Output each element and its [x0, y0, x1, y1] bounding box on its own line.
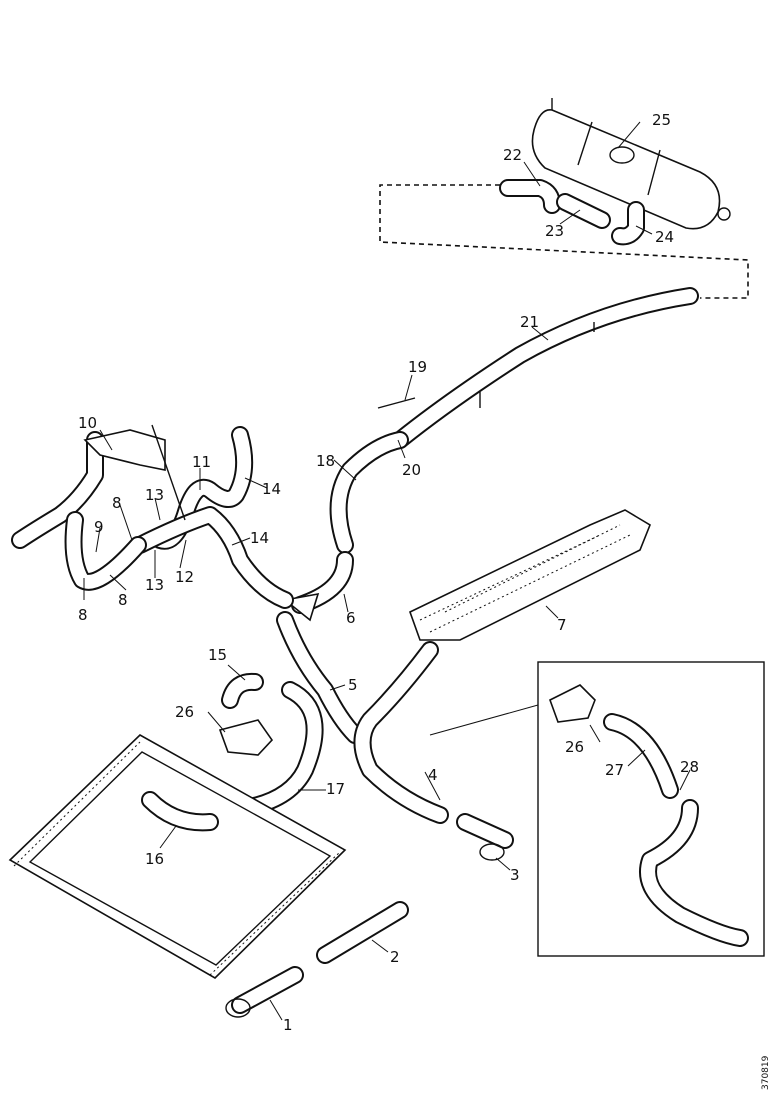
callout-26b: 26	[565, 738, 584, 756]
coolant-pump	[218, 672, 324, 817]
callout-26a: 26	[175, 703, 194, 721]
callout-14b: 14	[250, 529, 269, 547]
callout-3: 3	[510, 866, 520, 884]
callout-16: 16	[145, 850, 164, 868]
callout-17: 17	[326, 780, 345, 798]
callout-13b: 13	[145, 576, 164, 594]
callout-labels: 1 2 3 4 5 6 7 8 8 8 9 10 11 12 13 13 14 …	[78, 111, 771, 1090]
pipe-19	[377, 397, 416, 409]
radiator	[8, 734, 347, 979]
callout-28: 28	[680, 758, 699, 776]
left-tube-cluster	[11, 424, 294, 609]
callout-2: 2	[390, 948, 400, 966]
expansion-tank	[531, 98, 731, 230]
callout-11: 11	[192, 453, 211, 471]
callout-8b: 8	[78, 606, 88, 624]
callout-23: 23	[545, 222, 564, 240]
hose-5	[276, 611, 364, 744]
callout-8a: 8	[112, 494, 122, 512]
dashed-connection-line	[379, 184, 749, 299]
hose-6	[283, 551, 354, 622]
callout-19: 19	[408, 358, 427, 376]
callout-25: 25	[652, 111, 671, 129]
hose-18	[329, 431, 409, 554]
callout-13a: 13	[145, 486, 164, 504]
callout-27: 27	[605, 761, 624, 779]
callout-15: 15	[208, 646, 227, 664]
hoses-1-2-3	[225, 901, 409, 1018]
callout-14a: 14	[262, 480, 281, 498]
callout-22: 22	[503, 146, 522, 164]
pipe-4	[353, 641, 514, 861]
callout-4: 4	[428, 766, 438, 784]
callout-1: 1	[283, 1016, 293, 1034]
callout-24: 24	[655, 228, 674, 246]
callout-21: 21	[520, 313, 539, 331]
callout-6: 6	[346, 609, 356, 627]
callout-5: 5	[348, 676, 358, 694]
callout-7: 7	[557, 616, 567, 634]
pipe-21	[391, 287, 699, 449]
reference-code: 370819	[761, 1055, 771, 1090]
callout-20: 20	[402, 461, 421, 479]
callout-18: 18	[316, 452, 335, 470]
callout-9: 9	[94, 518, 104, 536]
callout-8c: 8	[118, 591, 128, 609]
callout-10: 10	[78, 414, 97, 432]
callout-12: 12	[175, 568, 194, 586]
detail-inset	[429, 661, 765, 957]
tank-hoses	[499, 179, 645, 246]
leader-lines	[83, 121, 691, 1021]
thermostat-housing	[409, 509, 651, 641]
